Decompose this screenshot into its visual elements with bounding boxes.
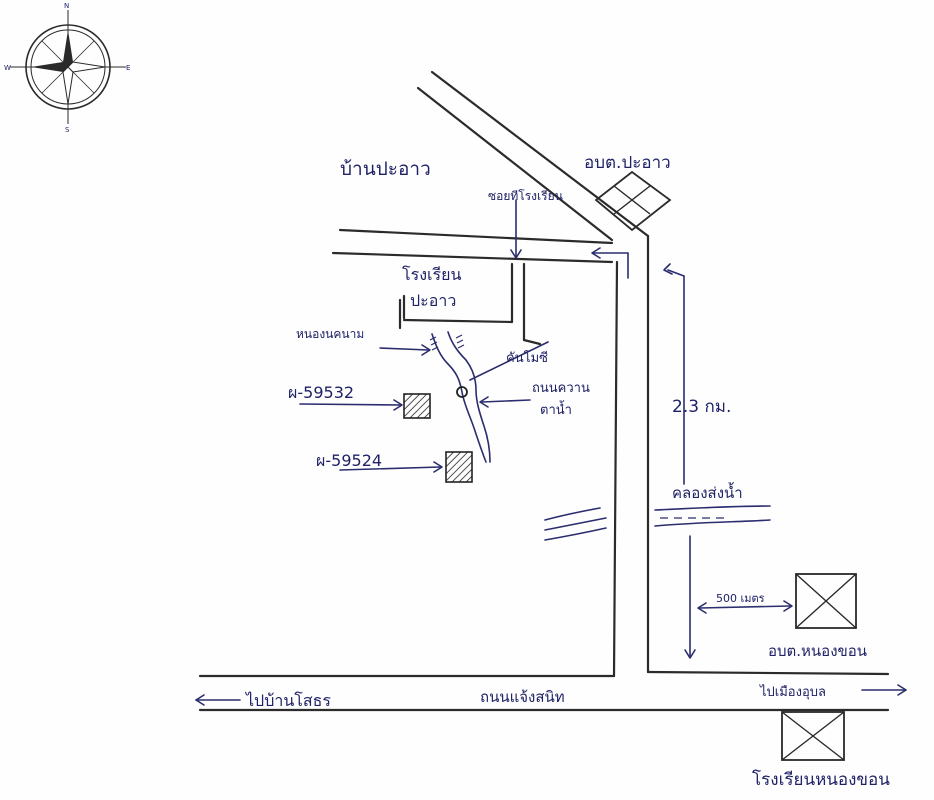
well-label-line1: ถนนควาน — [532, 381, 590, 396]
school-left-label-line2: ปะอาว — [410, 291, 456, 310]
to-left-label: ไปบ้านโสธร — [244, 691, 331, 710]
to-right-label: ไปเมืองอุบล — [759, 684, 826, 700]
main-road-label: ถนนแจ้งสนิท — [480, 688, 565, 706]
annotation-arrows — [195, 199, 907, 706]
swamp-label: หนองนคนาม — [296, 327, 364, 341]
school-bottom-symbol — [781, 711, 845, 761]
village-label: บ้านปะอาว — [340, 158, 431, 180]
compass-west-label: W — [4, 64, 11, 72]
sao-top-label: อบต.ปะอาว — [584, 153, 671, 173]
stream — [429, 331, 491, 463]
sao-bottom-symbol — [795, 573, 857, 629]
compass-rose-icon: N S W E — [4, 2, 130, 134]
distance-long-label: 2.3 กม. — [672, 397, 731, 417]
canal-lines — [544, 505, 771, 541]
school-bottom-label: โรงเรียนหนองขอน — [752, 769, 890, 790]
borehole-2-symbol — [445, 451, 473, 483]
canal-label: คลองส่งน้ำ — [672, 482, 743, 502]
borehole-2-label: ผ-59524 — [316, 451, 382, 470]
well-label-line2: ตาน้ำ — [540, 400, 572, 418]
road-network — [198, 70, 890, 712]
sao-bottom-label: อบต.หนองขอน — [768, 642, 867, 660]
compass-north-label: N — [64, 2, 69, 10]
borehole-1-symbol — [403, 393, 431, 419]
school-left-label-line1: โรงเรียน — [402, 265, 461, 284]
alley-label: ซอยทีโรงเรียน — [488, 189, 563, 203]
distance-short-label: 500 เมตร — [716, 592, 765, 605]
borehole-1-label: ผ-59532 — [288, 383, 354, 402]
compass-east-label: E — [126, 64, 130, 72]
sao-top-symbol — [594, 170, 672, 232]
dam-label: คันโมซี — [506, 350, 548, 366]
compass-south-label: S — [65, 126, 70, 134]
water-source-icon — [456, 386, 468, 398]
